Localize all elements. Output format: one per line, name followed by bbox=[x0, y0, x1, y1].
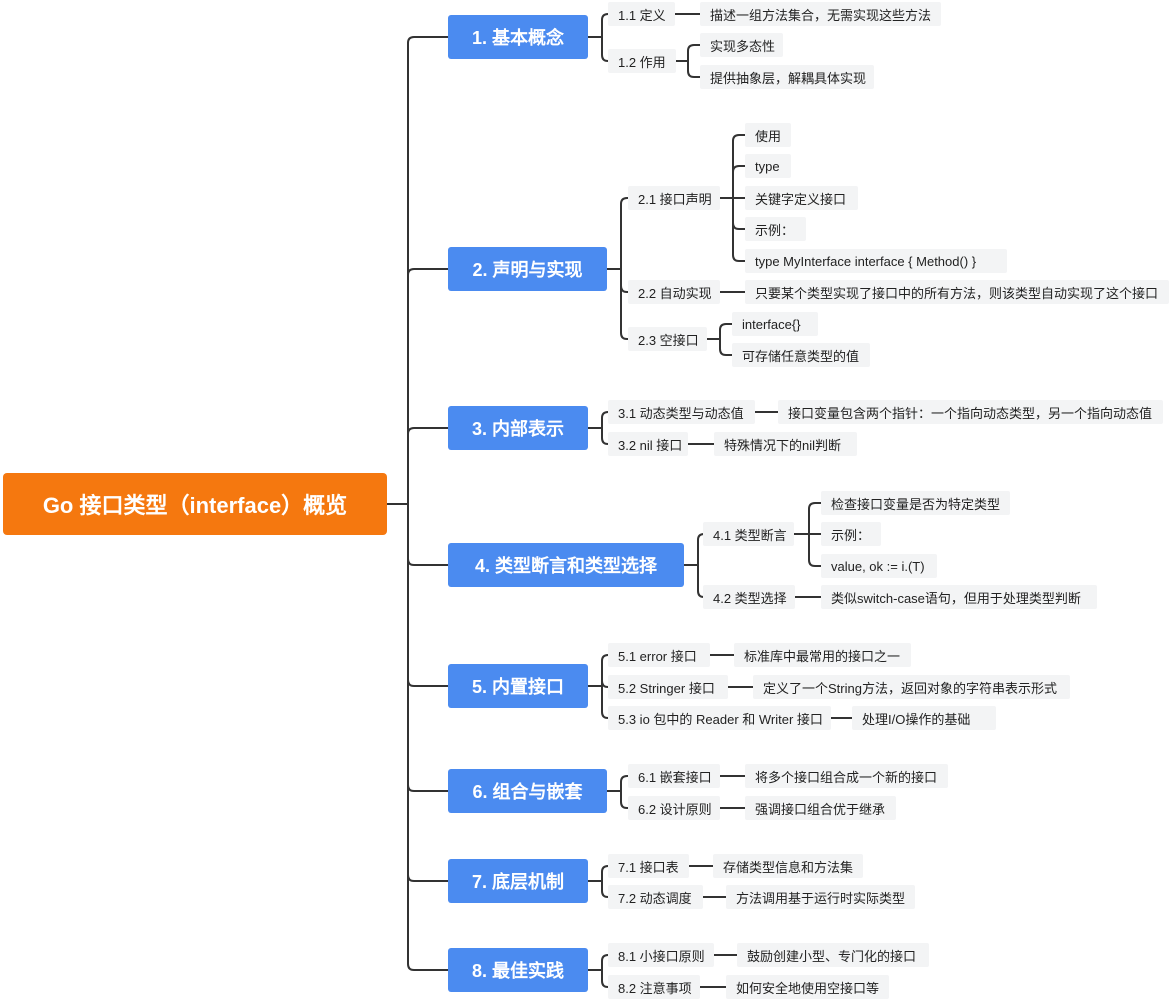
branch-node[interactable]: 5. 内置接口 bbox=[448, 664, 588, 708]
topic-node[interactable]: 7.1 接口表 bbox=[608, 854, 689, 878]
connector-line bbox=[601, 654, 609, 686]
detail-node[interactable]: 如何安全地使用空接口等 bbox=[726, 975, 889, 999]
topic-node[interactable]: 1.1 定义 bbox=[608, 2, 675, 26]
topic-node[interactable]: 4.1 类型断言 bbox=[703, 522, 794, 546]
detail-node[interactable]: 示例： bbox=[821, 522, 881, 546]
topic-node[interactable]: 3.2 nil 接口 bbox=[608, 432, 688, 456]
root-node[interactable]: Go 接口类型（interface）概览 bbox=[3, 473, 387, 535]
branch-node[interactable]: 8. 最佳实践 bbox=[448, 948, 588, 992]
connector-line bbox=[601, 411, 609, 428]
detail-node[interactable]: 实现多态性 bbox=[700, 33, 783, 57]
topic-node[interactable]: 2.1 接口声明 bbox=[628, 186, 720, 210]
detail-node[interactable]: 可存储任意类型的值 bbox=[732, 343, 870, 367]
connector-line bbox=[601, 428, 609, 445]
connector-line bbox=[407, 504, 448, 971]
topic-node[interactable]: 6.1 嵌套接口 bbox=[628, 764, 720, 788]
detail-node[interactable]: 特殊情况下的nil判断 bbox=[714, 432, 857, 456]
branch-node[interactable]: 7. 底层机制 bbox=[448, 859, 588, 903]
connector-line bbox=[407, 504, 448, 792]
detail-node[interactable]: 处理I/O操作的基础 bbox=[852, 706, 996, 730]
connector-line bbox=[732, 134, 745, 198]
detail-node[interactable]: type bbox=[745, 154, 791, 178]
connector-line bbox=[407, 504, 448, 882]
detail-node[interactable]: type MyInterface interface { Method() } bbox=[745, 249, 1007, 273]
connector-line bbox=[620, 791, 628, 809]
connector-line bbox=[407, 36, 448, 504]
detail-node[interactable]: 鼓励创建小型、专门化的接口 bbox=[737, 943, 929, 967]
connector-line bbox=[719, 339, 732, 356]
connector-line bbox=[808, 534, 821, 567]
detail-node[interactable]: 方法调用基于运行时实际类型 bbox=[726, 885, 915, 909]
topic-node[interactable]: 8.2 注意事项 bbox=[608, 975, 700, 999]
connector-line bbox=[601, 37, 609, 62]
topic-node[interactable]: 7.2 动态调度 bbox=[608, 885, 703, 909]
topic-node[interactable]: 6.2 设计原则 bbox=[628, 796, 720, 820]
connector-line bbox=[732, 198, 745, 230]
connector-line bbox=[808, 502, 821, 534]
connector-line bbox=[601, 881, 609, 898]
connector-line bbox=[732, 198, 745, 262]
topic-node[interactable]: 5.1 error 接口 bbox=[608, 643, 710, 667]
detail-node[interactable]: 提供抽象层，解耦具体实现 bbox=[700, 65, 874, 89]
connector-line bbox=[732, 165, 745, 198]
connector-line bbox=[407, 268, 448, 504]
connector-line bbox=[601, 680, 609, 688]
connector-line bbox=[601, 954, 609, 970]
branch-node[interactable]: 4. 类型断言和类型选择 bbox=[448, 543, 684, 587]
branch-node[interactable]: 2. 声明与实现 bbox=[448, 247, 607, 291]
connector-line bbox=[687, 44, 700, 61]
connector-line bbox=[620, 269, 628, 293]
detail-node[interactable]: 强调接口组合优于继承 bbox=[745, 796, 896, 820]
connector-line bbox=[407, 504, 448, 687]
connector-line bbox=[620, 197, 628, 269]
detail-node[interactable]: 检查接口变量是否为特定类型 bbox=[821, 491, 1010, 515]
detail-node[interactable]: 描述一组方法集合，无需实现这些方法 bbox=[700, 2, 941, 26]
connector-line bbox=[601, 13, 609, 37]
detail-node[interactable]: 类似switch-case语句，但用于处理类型判断 bbox=[821, 585, 1097, 609]
topic-node[interactable]: 4.2 类型选择 bbox=[703, 585, 795, 609]
connector-line bbox=[687, 61, 700, 78]
detail-node[interactable]: 示例： bbox=[745, 217, 806, 241]
detail-node[interactable]: interface{} bbox=[732, 312, 818, 336]
topic-node[interactable]: 5.3 io 包中的 Reader 和 Writer 接口 bbox=[608, 706, 831, 730]
detail-node[interactable]: 使用 bbox=[745, 123, 791, 147]
topic-node[interactable]: 8.1 小接口原则 bbox=[608, 943, 714, 967]
detail-node[interactable]: 将多个接口组合成一个新的接口 bbox=[745, 764, 948, 788]
topic-node[interactable]: 3.1 动态类型与动态值 bbox=[608, 400, 755, 424]
branch-node[interactable]: 6. 组合与嵌套 bbox=[448, 769, 607, 813]
detail-node[interactable]: 标准库中最常用的接口之一 bbox=[734, 643, 911, 667]
connector-line bbox=[601, 970, 609, 988]
topic-node[interactable]: 1.2 作用 bbox=[608, 49, 676, 73]
topic-node[interactable]: 5.2 Stringer 接口 bbox=[608, 675, 728, 699]
connector-line bbox=[620, 775, 628, 791]
detail-node[interactable]: 定义了一个String方法，返回对象的字符串表示形式 bbox=[753, 675, 1070, 699]
connector-line bbox=[620, 269, 628, 340]
detail-node[interactable]: 关键字定义接口 bbox=[745, 186, 858, 210]
topic-node[interactable]: 2.3 空接口 bbox=[628, 327, 707, 351]
detail-node[interactable]: 接口变量包含两个指针：一个指向动态类型，另一个指向动态值 bbox=[778, 400, 1163, 424]
connector-line bbox=[601, 686, 609, 719]
detail-node[interactable]: value, ok := i.(T) bbox=[821, 554, 937, 578]
branch-node[interactable]: 3. 内部表示 bbox=[448, 406, 588, 450]
connector-line bbox=[719, 323, 732, 339]
topic-node[interactable]: 2.2 自动实现 bbox=[628, 280, 720, 304]
branch-node[interactable]: 1. 基本概念 bbox=[448, 15, 588, 59]
detail-node[interactable]: 只要某个类型实现了接口中的所有方法，则该类型自动实现了这个接口 bbox=[745, 280, 1169, 304]
connector-line bbox=[407, 504, 448, 566]
connector-line bbox=[601, 865, 609, 881]
connector-line bbox=[407, 427, 448, 504]
detail-node[interactable]: 存储类型信息和方法集 bbox=[713, 854, 863, 878]
